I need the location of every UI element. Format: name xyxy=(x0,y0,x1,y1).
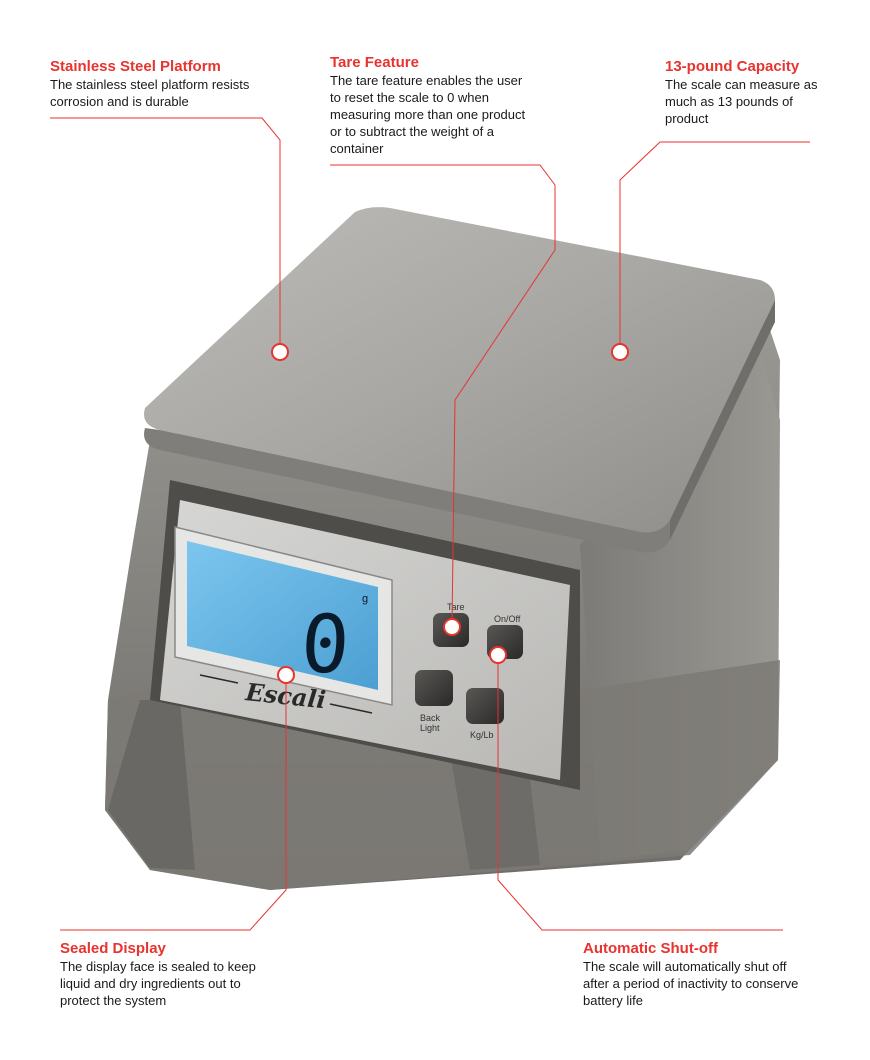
steel-platform xyxy=(144,207,775,553)
callout-capacity-title: 13-pound Capacity xyxy=(665,58,800,75)
callout-platform-title: Stainless Steel Platform xyxy=(50,58,221,75)
callout-platform-desc: The stainless steel platform resists cor… xyxy=(50,77,250,109)
capacity-marker xyxy=(611,343,629,361)
callout-shutoff-title: Automatic Shut-off xyxy=(583,940,718,957)
callout-tare-title: Tare Feature xyxy=(330,54,419,71)
callout-tare: Tare Feature The tare feature enables th… xyxy=(330,54,530,157)
callout-tare-desc: The tare feature enables the user to res… xyxy=(330,73,526,156)
shutoff-leader xyxy=(497,653,783,931)
shutoff-marker xyxy=(489,646,507,664)
callout-display: Sealed Display The display face is seale… xyxy=(60,940,270,1009)
capacity-leader xyxy=(619,141,810,350)
callout-shutoff: Automatic Shut-off The scale will automa… xyxy=(583,940,803,1009)
lcd-screen xyxy=(187,541,378,690)
callout-display-title: Sealed Display xyxy=(60,940,166,957)
lcd-reading: 0 xyxy=(299,598,352,691)
lcd-unit: g xyxy=(362,593,368,605)
backlight-label-2: Light xyxy=(420,723,440,733)
backlight-label-1: Back xyxy=(420,713,441,723)
tare-marker xyxy=(443,618,461,636)
tare-leader xyxy=(330,164,556,626)
onoff-label: On/Off xyxy=(494,614,521,624)
callout-shutoff-desc: The scale will automatically shut off af… xyxy=(583,959,799,1008)
callout-capacity: 13-pound Capacity The scale can measure … xyxy=(665,58,825,127)
display-marker xyxy=(277,666,295,684)
callout-lines xyxy=(50,117,810,931)
tare-label: Tare xyxy=(447,602,465,612)
backlight-button[interactable]: Back Light xyxy=(415,670,453,733)
display-leader xyxy=(60,673,287,931)
kglb-button[interactable]: Kg/Lb xyxy=(466,688,504,740)
platform-marker xyxy=(271,343,289,361)
platform-leader xyxy=(50,117,281,350)
callout-capacity-desc: The scale can measure as much as 13 poun… xyxy=(665,77,818,126)
callout-display-desc: The display face is sealed to keep liqui… xyxy=(60,959,256,1008)
callout-platform: Stainless Steel Platform The stainless s… xyxy=(50,58,280,110)
kglb-label: Kg/Lb xyxy=(470,730,494,740)
callout-markers xyxy=(271,343,629,684)
